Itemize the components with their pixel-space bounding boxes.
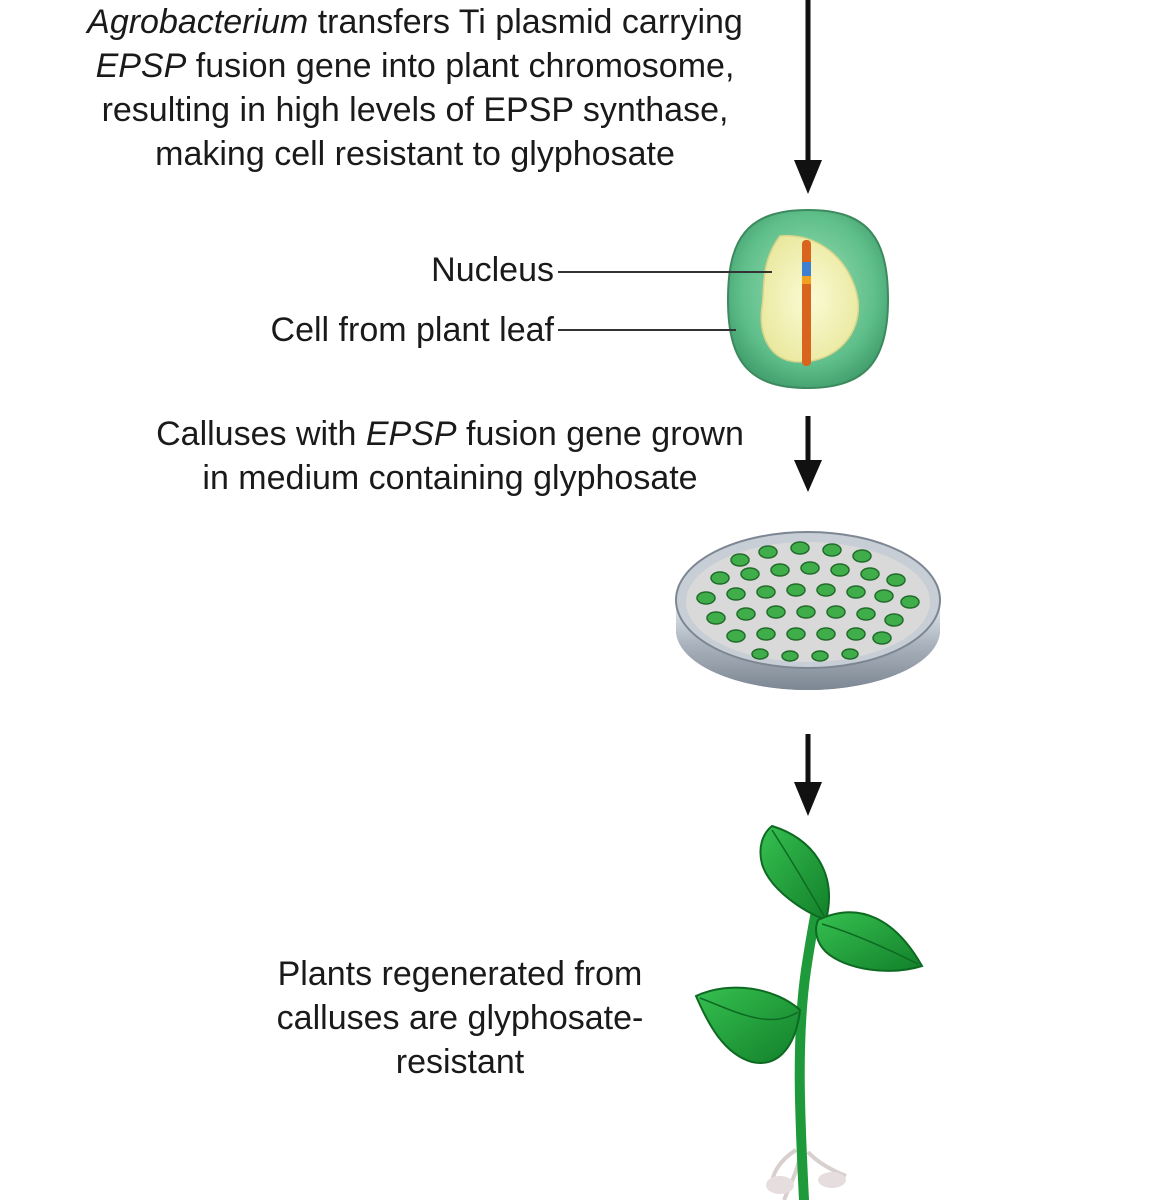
calluses: [696, 541, 920, 662]
step3-line3: resistant: [395, 1043, 525, 1081]
leaf-left: [694, 986, 802, 1064]
step3-caption: Plants regenerated from calluses are gly…: [210, 952, 710, 1084]
cell-from-leaf-label: Cell from plant leaf: [270, 311, 554, 349]
chromosome: [802, 240, 811, 366]
arrow-2-head: [794, 460, 822, 492]
step2-line1-pre: Calluses with: [156, 415, 366, 453]
step2-epsp: EPSP: [365, 415, 457, 453]
step1-line4: making cell resistant to glyphosate: [155, 135, 675, 173]
leaf-top: [759, 824, 830, 922]
step2-line2: in medium containing glyphosate: [202, 459, 698, 497]
petri-dish: [675, 531, 941, 690]
step2-caption: Calluses with EPSP fusion gene grown in …: [100, 412, 800, 500]
nucleus-label: Nucleus: [431, 251, 554, 289]
step1-epsp: EPSP: [95, 47, 187, 85]
step1-line1-rest: transfers Ti plasmid carrying: [308, 3, 743, 41]
regenerated-plant: [694, 824, 924, 1200]
step2-line1-rest: fusion gene grown: [456, 415, 744, 453]
plant-cell: [726, 208, 890, 390]
step1-line3: resulting in high levels of EPSP synthas…: [101, 91, 729, 129]
step3-line2: calluses are glyphosate-: [276, 999, 644, 1037]
epsp-gene-orange-band: [802, 276, 811, 284]
step3-line1: Plants regenerated from: [277, 955, 643, 993]
arrow-3-head: [794, 782, 822, 816]
step1-agrobacterium: Agrobacterium: [87, 3, 309, 41]
arrow-1-head: [794, 160, 822, 194]
step1-caption: Agrobacterium transfers Ti plasmid carry…: [20, 0, 810, 176]
epsp-gene-blue-band: [802, 262, 811, 276]
step1-line2-rest: fusion gene into plant chromosome,: [186, 47, 735, 85]
